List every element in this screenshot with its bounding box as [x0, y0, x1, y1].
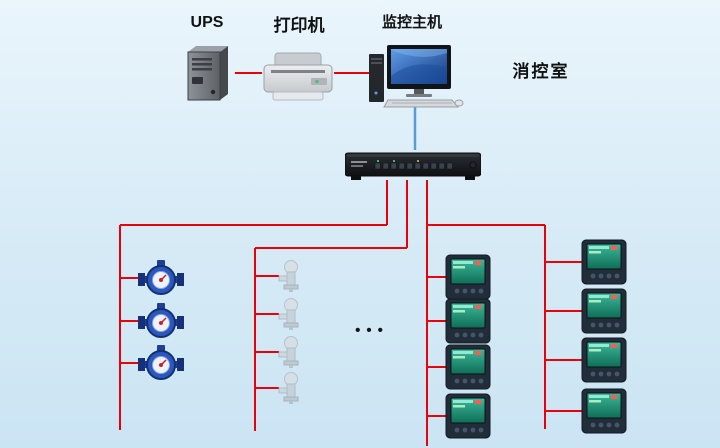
power-meter-icon	[581, 239, 627, 285]
red-wire-path	[119, 72, 582, 446]
water-meter-icon	[138, 258, 184, 298]
valve-icon	[278, 297, 304, 331]
power-meter-icon	[581, 388, 627, 434]
power-meter-icon	[445, 393, 491, 439]
printer-label: 打印机	[273, 16, 325, 35]
room-label: 消控室	[512, 62, 570, 81]
valve-icon	[278, 335, 304, 369]
water-meter-icon	[138, 301, 184, 341]
power-meter-icon	[581, 337, 627, 383]
power-meter-icon	[445, 344, 491, 390]
valve-icon	[278, 371, 304, 405]
power-meter-icon	[445, 298, 491, 344]
ellipsis-label: •••	[355, 322, 389, 339]
power-meter-icon	[581, 288, 627, 334]
printer-icon	[261, 51, 335, 103]
network-switch-icon	[344, 150, 482, 182]
water-meter-icon	[138, 343, 184, 383]
ups-tower-icon	[182, 44, 234, 102]
monitoring-host-icon	[368, 45, 464, 109]
ups-label: UPS	[190, 14, 224, 31]
host-label: 监控主机	[381, 14, 442, 31]
valve-icon	[278, 259, 304, 293]
power-meter-icon	[445, 254, 491, 300]
